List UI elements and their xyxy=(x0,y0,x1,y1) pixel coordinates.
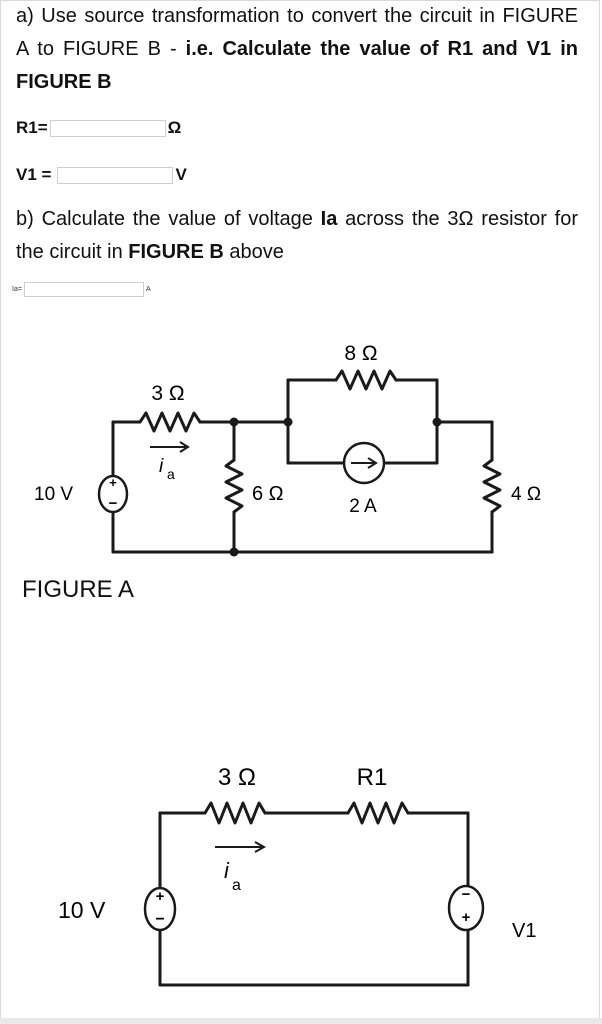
part-b-text-2: across the 3Ω resistor for the circuit i… xyxy=(16,208,578,263)
ia-answer-row: Ia= A xyxy=(12,282,151,297)
fig-a-r8-label: 8 Ω xyxy=(344,342,377,365)
r1-answer-row: R1= Ω xyxy=(16,118,181,138)
figure-a-circuit: + − 3 Ω i a 10 V 6 Ω 8 Ω 2 A 4 Ω xyxy=(34,342,541,557)
ia-unit: A xyxy=(145,286,151,293)
figure-b-circuit: + − − + 3 Ω R1 i a 10 V V1 xyxy=(58,764,536,987)
fig-a-source-label: 10 V xyxy=(34,484,73,505)
fig-b-r1-label: R1 xyxy=(357,764,388,791)
part-b-bold-figure: FIGURE B xyxy=(128,241,224,263)
fig-b-source-plus: + xyxy=(156,888,165,905)
r1-label: R1= xyxy=(16,118,48,137)
fig-b-source-minus: − xyxy=(155,911,164,928)
fig-b-resistor-3 xyxy=(203,801,267,825)
figure-a-label: FIGURE A xyxy=(22,576,135,603)
part-a-text: a) Use source transformation to convert … xyxy=(16,5,578,60)
ia-input[interactable] xyxy=(23,282,144,297)
fig-b-v1-minus: − xyxy=(462,886,471,903)
ia-label: Ia= xyxy=(12,286,22,293)
v1-input[interactable] xyxy=(57,166,174,184)
fig-a-current-arrow xyxy=(150,441,190,453)
part-b-text-3: above xyxy=(223,241,284,263)
fig-b-source-label: 10 V xyxy=(58,897,106,923)
fig-a-ia-label: i xyxy=(159,456,164,477)
fig-b-v1-label: V1 xyxy=(512,920,536,942)
v1-label: V1 = xyxy=(16,165,52,184)
part-b-bold-ia: Ia xyxy=(320,208,338,230)
fig-b-r3-label: 3 Ω xyxy=(218,764,256,791)
question-part-a: a) Use source transformation to convert … xyxy=(16,0,578,99)
v1-unit: V xyxy=(175,165,187,184)
fig-b-v1-plus: + xyxy=(462,909,471,926)
fig-a-voltage-source xyxy=(97,474,129,514)
part-a-bold-text: i.e. Calculate the value of R1 and V1 in… xyxy=(16,38,578,93)
fig-a-source-plus: + xyxy=(109,475,117,490)
r1-unit: Ω xyxy=(167,118,182,137)
fig-a-resistor-4 xyxy=(482,458,502,514)
fig-a-ia-sub: a xyxy=(167,466,175,482)
fig-a-source-minus: − xyxy=(109,495,118,512)
fig-a-r4-label: 4 Ω xyxy=(511,484,541,505)
r1-input[interactable] xyxy=(49,119,166,137)
fig-b-voltage-source xyxy=(143,886,177,932)
fig-a-r6-label: 6 Ω xyxy=(252,483,284,505)
fig-b-ia-label: i xyxy=(224,858,230,883)
fig-b-ia-sub: a xyxy=(232,877,241,894)
fig-a-resistor-3 xyxy=(138,411,202,433)
fig-b-current-arrow xyxy=(215,841,267,853)
part-b-text-1: b) Calculate the value of voltage xyxy=(16,208,321,230)
fig-a-resistor-8 xyxy=(334,369,398,391)
fig-a-resistor-6 xyxy=(224,458,244,514)
fig-a-cs-label: 2 A xyxy=(349,496,377,517)
bottom-bar xyxy=(0,1018,602,1024)
v1-answer-row: V1 = V xyxy=(16,165,187,185)
question-part-b: b) Calculate the value of voltage Ia acr… xyxy=(16,203,578,269)
fig-a-r3-label: 3 Ω xyxy=(151,382,184,405)
fig-b-v1-source xyxy=(447,884,485,932)
fig-b-resistor-r1 xyxy=(346,801,410,825)
